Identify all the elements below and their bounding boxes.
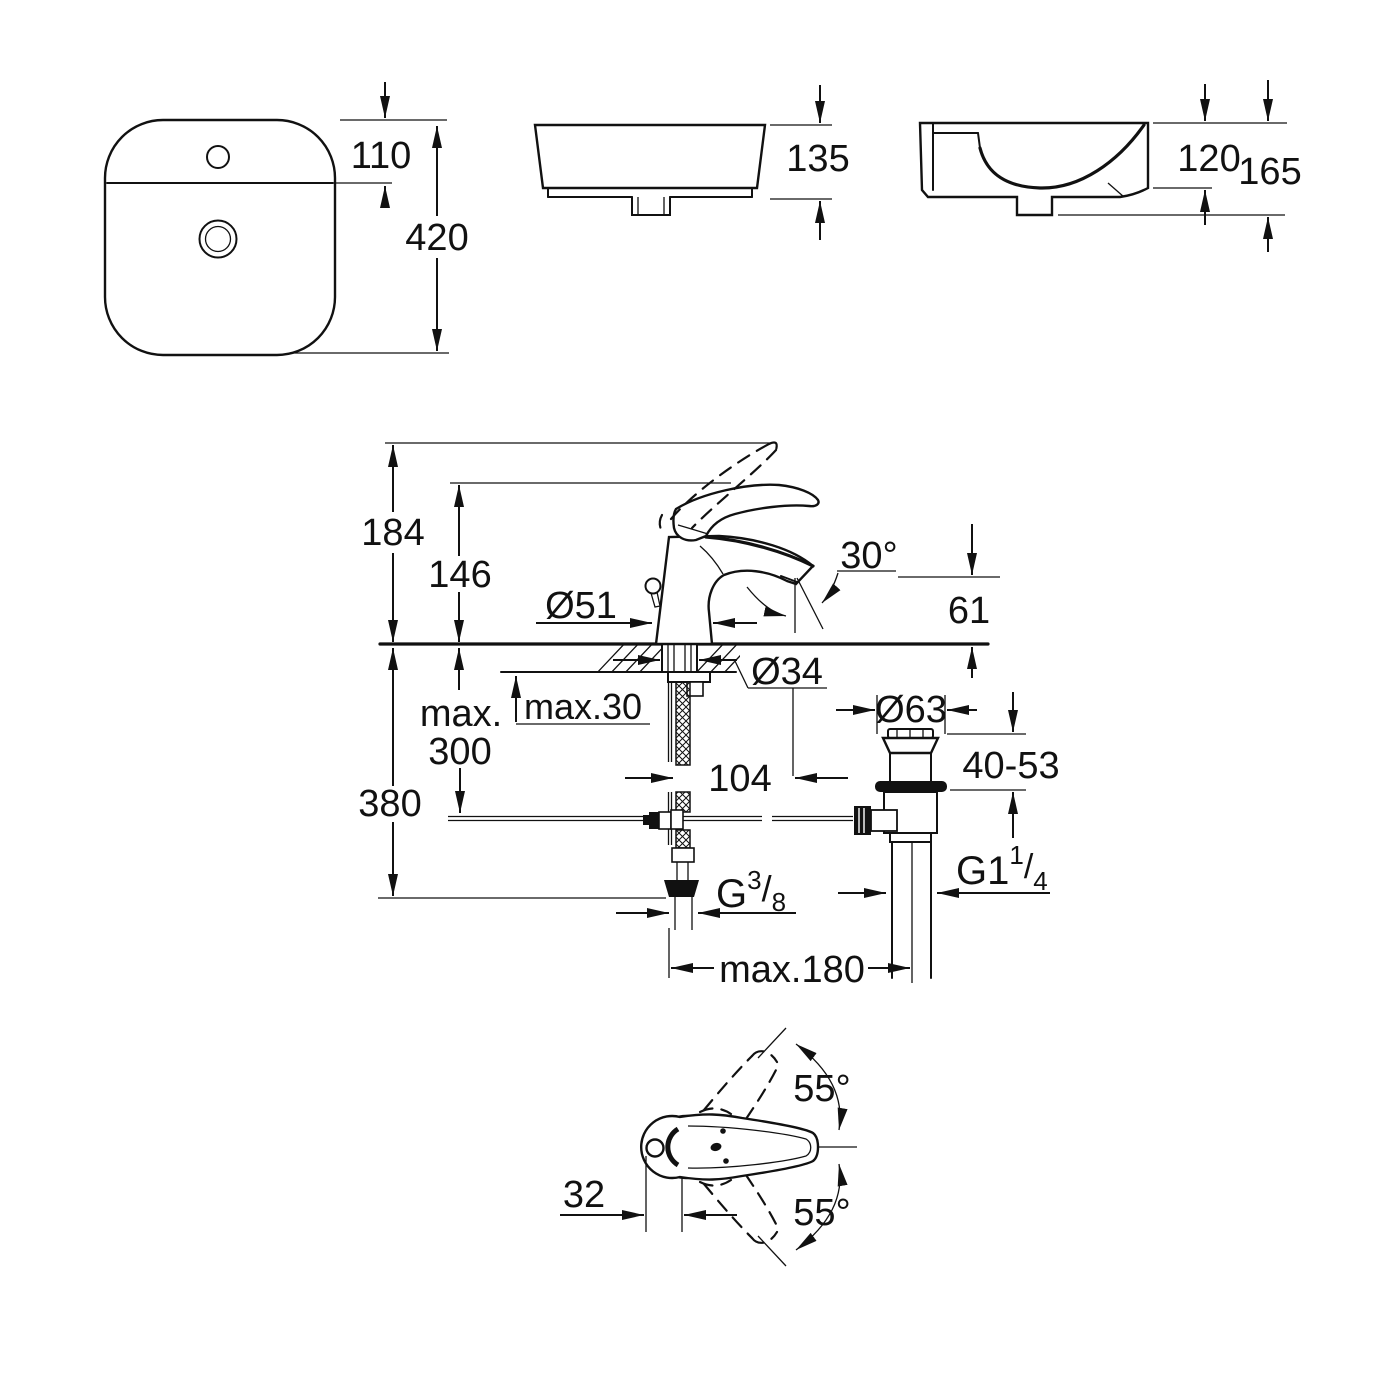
pull-knob-top — [645, 1138, 665, 1158]
supply-hose-break — [675, 791, 691, 813]
dim-165-label: 165 — [1238, 151, 1301, 193]
handle-cap-rim — [665, 1126, 680, 1168]
dim-110-label: 110 — [351, 135, 412, 177]
thread-supply-label: G3/8 — [716, 865, 786, 917]
faucet-side-view: 30° 184 146 Ø51 61 Ø34 max.30 max. — [358, 441, 1060, 991]
waste-band — [889, 832, 932, 843]
dim-120-label: 120 — [1177, 138, 1240, 180]
waste-shoulder — [881, 736, 940, 755]
basin-front-view: 135 — [533, 85, 850, 240]
max-300-value-label: 300 — [428, 731, 491, 773]
basin-section-view: 120 165 — [918, 80, 1302, 252]
angle-55-down-label: 55° — [793, 1192, 850, 1234]
dim-146-label: 146 — [428, 554, 491, 596]
rod-clamp-2 — [670, 809, 684, 830]
faucet-body — [654, 534, 815, 646]
rod-clamp-block — [649, 812, 659, 829]
dim-380-label: 380 — [358, 783, 421, 825]
max-300-word-label: max. — [420, 693, 502, 735]
spout-top-edge — [704, 535, 815, 568]
tap-hole — [206, 145, 230, 169]
rod-knurled-knob — [854, 806, 871, 835]
waste-gasket — [875, 781, 947, 792]
drain-hole-inner — [204, 225, 232, 253]
supply-hose-upper — [675, 681, 691, 766]
range-40-53-label: 40-53 — [962, 745, 1059, 787]
dia-34-label: Ø34 — [751, 651, 823, 693]
lever-raised-dashed — [669, 442, 771, 521]
basin-outline — [103, 118, 337, 357]
bowl-curve — [978, 123, 1146, 190]
popup-waste — [854, 728, 947, 983]
pull-rod-knob — [644, 577, 662, 595]
dim-184-label: 184 — [361, 512, 424, 554]
drain-hole-outer — [198, 219, 238, 259]
rod-ball-end — [643, 815, 649, 825]
basin-front-outline — [533, 123, 767, 190]
drain-stub — [631, 196, 671, 216]
rod-clamp — [658, 811, 672, 830]
handle-top-view: 55° 55° 32 — [560, 1027, 857, 1267]
dim-135-label: 135 — [786, 138, 849, 180]
dia-51-label: Ø51 — [545, 585, 617, 627]
basin-section-outline — [918, 121, 1150, 217]
supply-hose-lower — [675, 829, 691, 849]
mounting-washer — [667, 671, 711, 683]
dim-104-label: 104 — [708, 758, 771, 800]
rod-port — [870, 809, 898, 832]
max-180-label: max.180 — [719, 949, 865, 991]
dim-420-label: 420 — [405, 217, 468, 259]
mounting-shank — [661, 643, 698, 673]
lever-handle — [672, 483, 820, 542]
angle-55-up-label: 55° — [793, 1068, 850, 1110]
angle-30-label: 30° — [840, 535, 897, 577]
hose-coupler — [671, 847, 695, 863]
aerator — [780, 575, 798, 583]
basin-top-view: 110 420 — [103, 82, 469, 357]
dim-32-label: 32 — [563, 1174, 605, 1216]
dia-63-label: Ø63 — [875, 689, 947, 731]
max-30-label: max.30 — [524, 686, 642, 727]
dim-61-label: 61 — [948, 590, 990, 632]
thread-waste-label: G11/4 — [956, 840, 1048, 896]
supply-nut — [664, 880, 699, 897]
